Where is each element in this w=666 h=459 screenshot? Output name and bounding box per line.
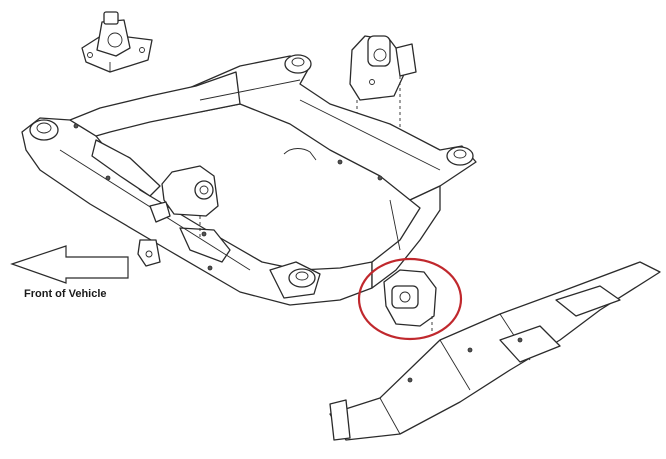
highlight-circle — [357, 257, 463, 341]
center-engine-mount — [149, 165, 219, 238]
upper-left-engine-mount — [81, 11, 153, 73]
left-arrow-icon — [10, 245, 129, 284]
upper-right-transmission-mount — [349, 35, 417, 160]
highlighted-transmission-mount — [383, 269, 437, 336]
side-frame-rail — [329, 261, 661, 441]
front-of-vehicle-label: Front of Vehicle — [24, 288, 107, 300]
